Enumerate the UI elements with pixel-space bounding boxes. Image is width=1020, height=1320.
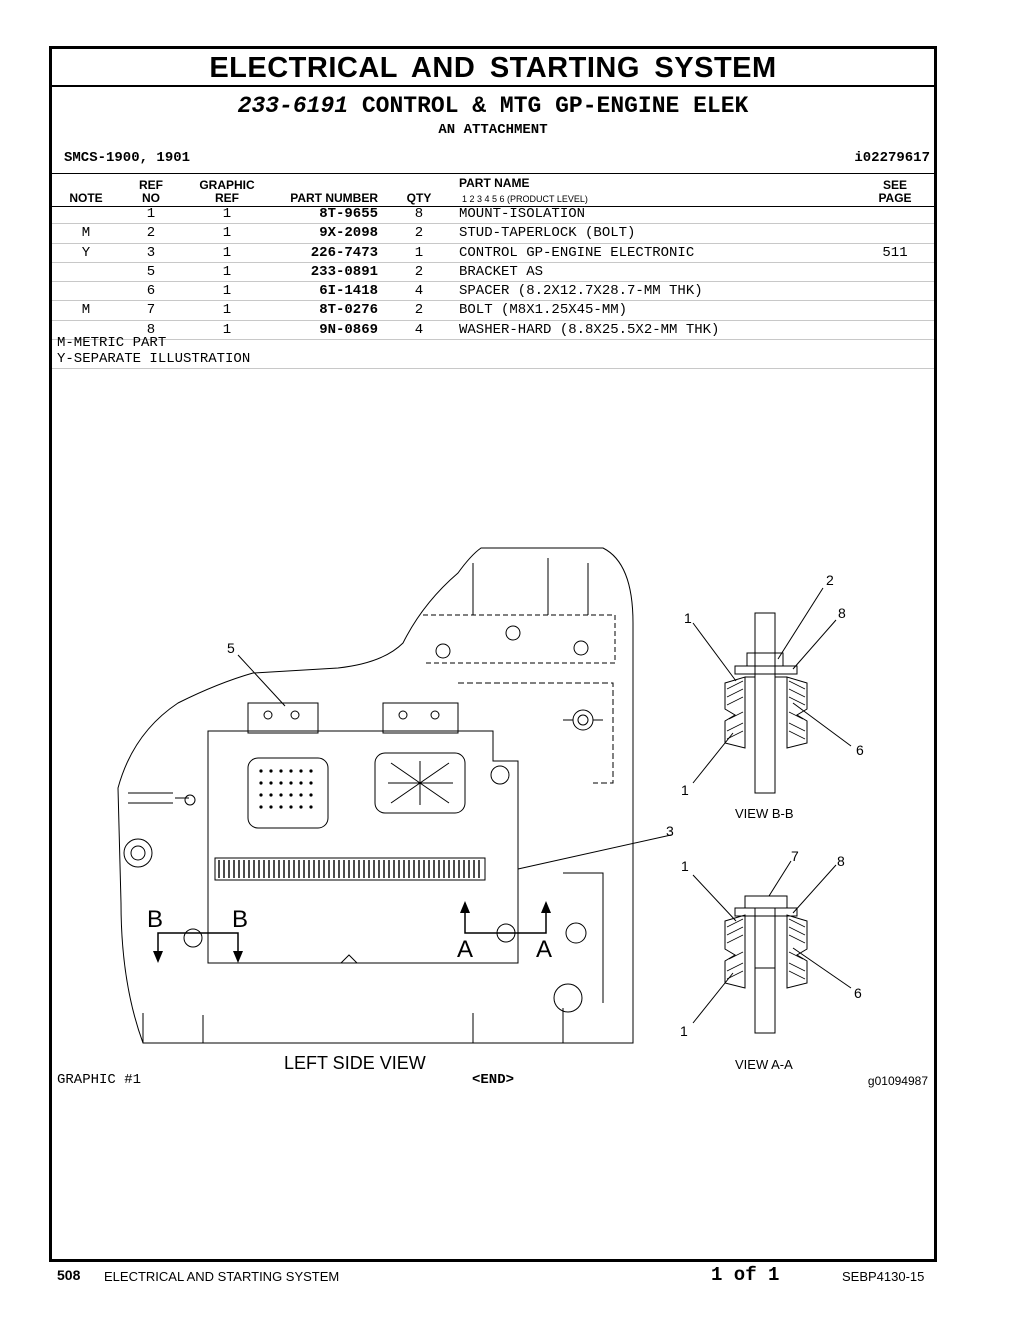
col-ref-bottom: NO xyxy=(142,191,160,205)
cell-qty: 1 xyxy=(414,244,424,261)
cell-ref: 5 xyxy=(146,263,156,280)
left-side-view-label: LEFT SIDE VIEW xyxy=(284,1053,426,1073)
table-row: M 2 1 9X-2098 2 STUD-TAPERLOCK (BOLT) xyxy=(52,224,934,244)
cell-qty: 4 xyxy=(414,283,424,300)
cell-part-name: BRACKET AS xyxy=(459,263,544,280)
cell-ref: 3 xyxy=(146,244,156,261)
notes-legend: M-METRIC PART Y-SEPARATE ILLUSTRATION xyxy=(57,335,251,367)
parts-table-header: NOTE REF NO GRAPHIC REF PART NUMBER QTY … xyxy=(52,173,934,207)
cell-part-number[interactable]: 6I-1418 xyxy=(319,283,378,300)
cell-part-name: BOLT (M8X1.25X45-MM) xyxy=(459,302,628,319)
table-row: M 7 1 8T-0276 2 BOLT (M8X1.25X45-MM) xyxy=(52,301,934,321)
cell-graphic: 1 xyxy=(222,321,232,338)
parts-page-frame: ELECTRICAL AND STARTING SYSTEM 233-6191 … xyxy=(49,46,937,1262)
col-product-level: 1 2 3 4 5 6 (PRODUCT LEVEL) xyxy=(462,194,588,204)
note-metric: M-METRIC PART xyxy=(57,335,167,351)
attachment-label: AN ATTACHMENT xyxy=(438,122,548,138)
cell-part-name: MOUNT-ISOLATION xyxy=(459,206,586,222)
callout-1-bb-top: 1 xyxy=(684,610,692,626)
callout-5: 5 xyxy=(227,640,235,656)
cell-graphic: 1 xyxy=(222,206,232,222)
view-aa-label: VIEW A-A xyxy=(735,1057,793,1072)
cell-note: Y xyxy=(81,244,91,261)
note-separate-illustration: Y-SEPARATE ILLUSTRATION xyxy=(57,350,251,367)
illustration-id: i02279617 xyxy=(854,150,930,166)
graphic-number: GRAPHIC #1 xyxy=(57,1072,142,1088)
cell-ref: 7 xyxy=(146,302,156,319)
cell-part-number[interactable]: 233-0891 xyxy=(310,263,378,280)
col-part-name: PART NAME xyxy=(459,176,530,190)
section-a-left: A xyxy=(457,936,473,963)
col-note: NOTE xyxy=(69,191,103,205)
cell-note: M xyxy=(81,302,91,319)
cell-qty: 2 xyxy=(414,263,424,280)
end-marker: <END> xyxy=(471,1072,514,1088)
cell-part-name: SPACER (8.2X12.7X28.7-MM THK) xyxy=(459,283,703,300)
parts-table-body: 1 1 8T-9655 8 MOUNT-ISOLATION M 2 1 9X-2… xyxy=(52,205,934,341)
table-row: 8 1 9N-0869 4 WASHER-HARD (8.8X25.5X2-MM… xyxy=(52,321,934,341)
cell-note: M xyxy=(81,225,91,242)
group-heading: 233-6191 CONTROL & MTG GP-ENGINE ELEK xyxy=(52,93,934,119)
col-qty: QTY xyxy=(406,191,432,205)
divider xyxy=(52,368,934,369)
cell-part-number[interactable]: 9X-2098 xyxy=(319,225,378,242)
table-row: 1 1 8T-9655 8 MOUNT-ISOLATION xyxy=(52,205,934,225)
cell-part-number[interactable]: 226-7473 xyxy=(310,244,378,261)
callout-1-aa-top: 1 xyxy=(681,858,689,874)
cell-part-name: WASHER-HARD (8.8X25.5X2-MM THK) xyxy=(459,321,720,338)
cell-part-name: CONTROL GP-ENGINE ELECTRONIC xyxy=(459,244,695,261)
callout-1-aa-bottom: 1 xyxy=(680,1023,688,1039)
cell-ref: 8 xyxy=(146,321,156,338)
cell-ref: 2 xyxy=(146,225,156,242)
table-row: 6 1 6I-1418 4 SPACER (8.2X12.7X28.7-MM T… xyxy=(52,282,934,302)
col-part-number: PART NUMBER xyxy=(290,191,378,205)
cell-part-number[interactable]: 8T-9655 xyxy=(319,206,378,222)
cell-see-page[interactable]: 511 xyxy=(882,244,908,261)
callout-6-bb: 6 xyxy=(856,742,864,758)
cell-graphic: 1 xyxy=(222,244,232,261)
parts-illustration: 5 3 1 2 8 6 1 1 7 8 6 1 B B A A LEFT SID… xyxy=(117,547,864,1073)
section-b-left: B xyxy=(147,906,163,933)
callout-8-bb: 8 xyxy=(838,605,846,621)
cell-ref: 6 xyxy=(146,283,156,300)
cell-ref: 1 xyxy=(146,206,156,222)
page-number: 508 xyxy=(57,1267,81,1283)
cell-qty: 2 xyxy=(414,302,424,319)
table-row: Y 3 1 226-7473 1 CONTROL GP-ENGINE ELECT… xyxy=(52,244,934,263)
footer-section: ELECTRICAL AND STARTING SYSTEM xyxy=(104,1269,340,1284)
smcs-code: SMCS-1900, 1901 xyxy=(64,150,191,166)
view-bb-label: VIEW B-B xyxy=(735,806,794,821)
callout-1-bb-bottom: 1 xyxy=(681,782,689,798)
page-footer: 508 ELECTRICAL AND STARTING SYSTEM 1 of … xyxy=(0,1262,1020,1292)
callout-8-aa: 8 xyxy=(837,853,845,869)
col-graphic-bottom: REF xyxy=(215,191,239,205)
cell-part-number[interactable]: 9N-0869 xyxy=(319,321,378,338)
group-part-number[interactable]: 233-6191 xyxy=(237,93,349,119)
cell-part-name: STUD-TAPERLOCK (BOLT) xyxy=(459,225,636,242)
section-b-right: B xyxy=(232,906,248,933)
cell-graphic: 1 xyxy=(222,225,232,242)
cell-graphic: 1 xyxy=(222,263,232,280)
callout-2-bb: 2 xyxy=(826,572,834,588)
cell-part-number[interactable]: 8T-0276 xyxy=(319,302,378,319)
publication-number: SEBP4130-15 xyxy=(842,1269,925,1284)
col-see-bottom: PAGE xyxy=(878,191,912,205)
cell-qty: 8 xyxy=(414,206,424,222)
col-ref-top: REF xyxy=(139,178,163,192)
graphic-id: g01094987 xyxy=(867,1074,928,1088)
cell-qty: 4 xyxy=(414,321,424,338)
cell-graphic: 1 xyxy=(222,302,232,319)
table-row: 5 1 233-0891 2 BRACKET AS xyxy=(52,263,934,283)
callout-7-aa: 7 xyxy=(791,848,799,864)
group-title: CONTROL & MTG GP-ENGINE ELEK xyxy=(361,93,749,119)
page-title: ELECTRICAL AND STARTING SYSTEM xyxy=(52,49,934,87)
section-a-right: A xyxy=(536,936,552,963)
cell-qty: 2 xyxy=(414,225,424,242)
col-graphic-top: GRAPHIC xyxy=(199,178,255,192)
page-count: 1 of 1 xyxy=(711,1264,780,1286)
cell-graphic: 1 xyxy=(222,283,232,300)
callout-3: 3 xyxy=(666,823,674,839)
callout-6-aa: 6 xyxy=(854,985,862,1001)
col-see-top: SEE xyxy=(882,178,907,192)
